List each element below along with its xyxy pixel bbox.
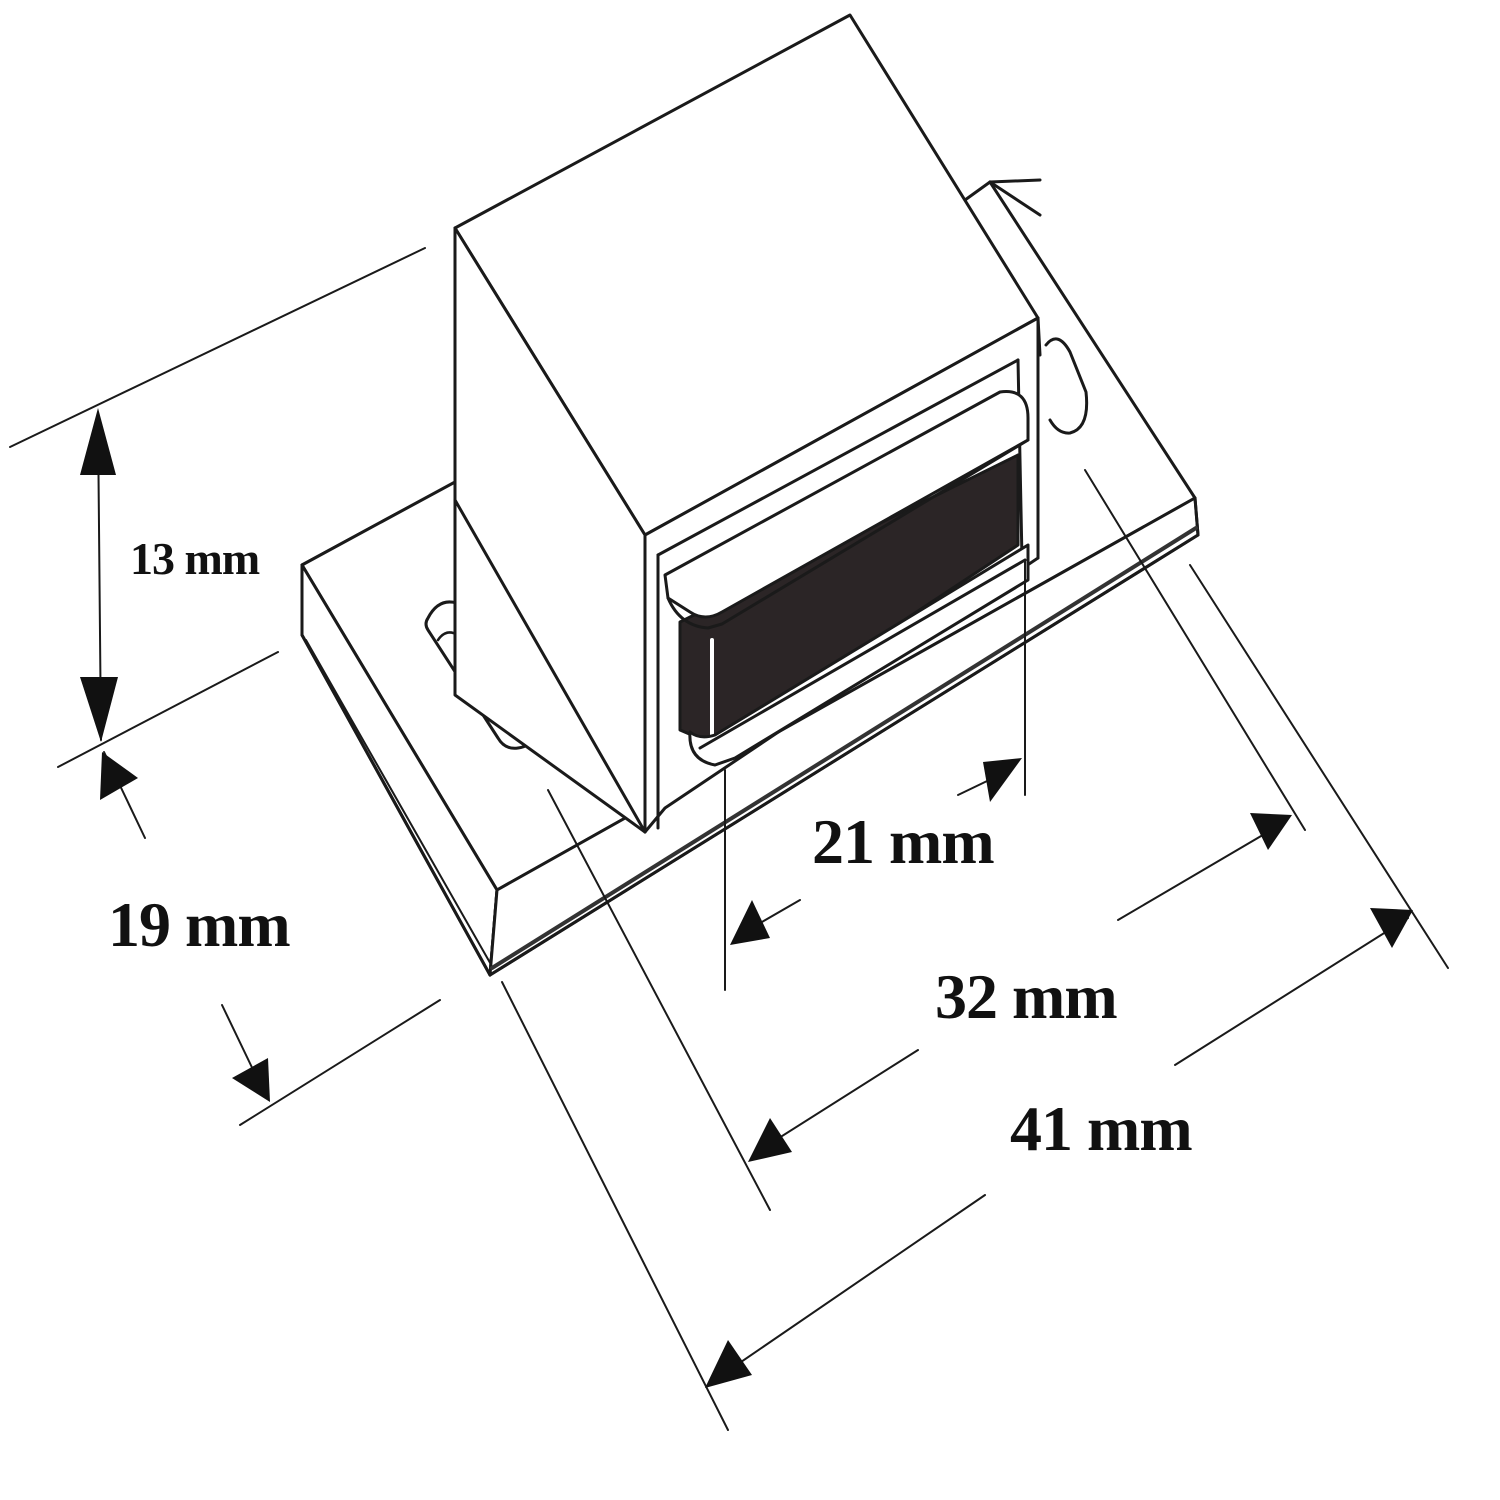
arrow-19-top	[100, 752, 138, 800]
dimension-label-hole-spacing: 32 mm	[935, 961, 1118, 1032]
arrow-13-top	[80, 408, 116, 475]
arrow-13-bottom	[80, 677, 118, 742]
dimension-label-magnet-width: 21 mm	[812, 806, 995, 877]
arrow-32-left	[748, 1118, 792, 1162]
arrowheads	[80, 408, 1413, 1388]
magnet-assembly	[663, 390, 1030, 767]
arrow-32-right	[1250, 813, 1292, 850]
arrow-21-right	[983, 758, 1022, 802]
mounting-slot-right	[1044, 337, 1089, 435]
dimension-lines	[9, 247, 1449, 1431]
arrow-41-left	[705, 1340, 752, 1388]
dimension-label-base-thickness: 19 mm	[108, 889, 291, 960]
arrow-21-left	[730, 900, 770, 945]
dimension-label-height: 13 mm	[130, 533, 260, 584]
dimension-label-overall-length: 41 mm	[1010, 1093, 1193, 1164]
arrow-41-right	[1370, 908, 1413, 948]
arrow-19-bottom	[232, 1058, 270, 1102]
